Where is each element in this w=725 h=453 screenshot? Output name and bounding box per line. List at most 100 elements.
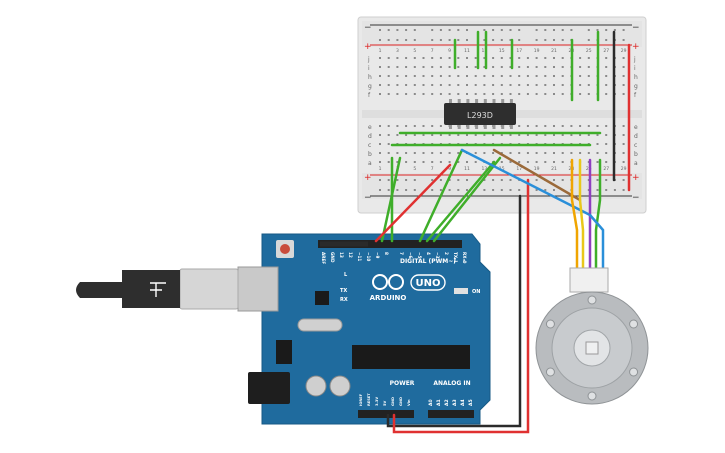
digital-pin-label: TX▸1: [453, 252, 458, 263]
digital-pin-label: AREF: [321, 252, 326, 264]
column-number: 29: [621, 48, 627, 54]
motor-leads: [570, 158, 605, 272]
column-number: 27: [603, 48, 609, 54]
row-letter: h: [368, 74, 372, 81]
column-number: 21: [551, 48, 557, 54]
rail-plus-label-bottom: +: [364, 173, 372, 183]
column-number: 9: [448, 166, 451, 172]
row-letter: a: [368, 160, 372, 167]
row-letter: c: [634, 142, 637, 149]
column-number: 17: [516, 166, 522, 172]
column-number: 5: [413, 166, 416, 172]
column-number: 13: [482, 48, 488, 54]
power-pin-label: GND: [391, 397, 395, 406]
column-number: 29: [621, 166, 627, 172]
analog-pin-label: A5: [468, 399, 474, 406]
arduino-wires: [374, 148, 592, 434]
digital-pin-label: ~10: [366, 252, 371, 261]
rail-minus-label-top: −: [364, 23, 372, 33]
row-letter: j: [367, 56, 370, 63]
arduino-model: UNO: [416, 278, 441, 289]
power-label: POWER: [390, 380, 415, 387]
row-letter: d: [634, 133, 638, 140]
analog-label: ANALOG IN: [433, 380, 470, 387]
digital-pin-label: ~3: [435, 252, 440, 259]
column-number: 27: [603, 166, 609, 172]
digital-pin-label: ~11: [357, 252, 362, 261]
digital-pin-label: 12: [348, 252, 353, 258]
column-number: 3: [396, 48, 399, 54]
ic-label: L293D: [467, 111, 493, 120]
motor-screws: [545, 295, 639, 401]
power-pin-label: RESET: [367, 393, 371, 406]
usb-cable-icon: [76, 268, 239, 310]
row-letter: e: [368, 124, 372, 131]
column-number: 19: [534, 166, 540, 172]
atmega-chip: [352, 345, 470, 369]
row-letter: b: [368, 151, 372, 158]
digital-pin-label: ~5: [417, 252, 422, 259]
l293d-chip[interactable]: [444, 103, 516, 125]
column-number: 9: [448, 48, 451, 54]
column-number: 19: [534, 48, 540, 54]
column-number: 1: [379, 48, 382, 54]
column-number: 13: [482, 166, 488, 172]
digital-pin-label: 13: [339, 252, 344, 258]
row-letter: d: [368, 133, 372, 140]
rail-plus-label-top-right: +: [632, 42, 640, 52]
row-letter: g: [368, 83, 372, 90]
motor-encoder-icon[interactable]: [535, 267, 649, 405]
power-pin-label: 5V: [383, 400, 387, 406]
digital-header-label: DIGITAL (PWM~): [400, 258, 456, 265]
on-label: ON: [472, 289, 480, 295]
row-letter: e: [634, 124, 638, 131]
arduino-uno[interactable]: ARDUINO UNO DIGITAL (PWM~) ON L TX RX PO…: [237, 233, 491, 425]
digital-pin-label: 2: [444, 252, 449, 255]
column-number: 11: [464, 48, 470, 54]
column-number: 5: [413, 48, 416, 54]
row-letter: c: [368, 142, 371, 149]
reset-button-cap: [280, 244, 290, 254]
ic-pins: [449, 99, 513, 129]
row-letter: i: [368, 65, 370, 72]
analog-header: [428, 410, 474, 418]
row-letter: f: [368, 92, 371, 99]
analog-pin-label: A1: [436, 399, 442, 406]
tx-label: TX: [340, 288, 347, 294]
digital-pin-label: ~9: [375, 252, 380, 259]
l-label: L: [344, 272, 348, 278]
usb-port: [237, 266, 279, 312]
rx-label: RX: [340, 297, 348, 303]
rail-minus-label-top-right: −: [632, 23, 640, 33]
column-number: 1: [379, 166, 382, 172]
power-pin-label: GND: [399, 397, 403, 406]
digital-pin-label: 7: [399, 252, 404, 255]
power-pin-label: 3.3V: [375, 397, 379, 406]
rail-plus-label-bottom-right: +: [632, 173, 640, 183]
digital-pin-label: ~6: [408, 252, 413, 259]
arduino-logo-icon: [372, 274, 404, 290]
column-number: 21: [551, 166, 557, 172]
digital-pin-label: GND: [330, 252, 335, 263]
rail-minus-label-bottom: −: [364, 193, 372, 203]
row-letter: h: [634, 74, 638, 81]
digital-pin-label: 8: [384, 252, 389, 255]
breadboard-jumpers: [390, 30, 631, 192]
column-number: 7: [431, 166, 434, 172]
row-letter: a: [634, 160, 638, 167]
analog-pin-label: A3: [452, 399, 458, 406]
power-jack: [248, 372, 290, 404]
column-number: 25: [586, 48, 592, 54]
rail-plus-label-top: +: [364, 42, 372, 52]
power-header: [358, 410, 414, 418]
analog-pin-label: A4: [460, 399, 466, 406]
column-number: 17: [516, 48, 522, 54]
column-number: 7: [431, 48, 434, 54]
arduino-brand: ARDUINO: [370, 294, 407, 302]
